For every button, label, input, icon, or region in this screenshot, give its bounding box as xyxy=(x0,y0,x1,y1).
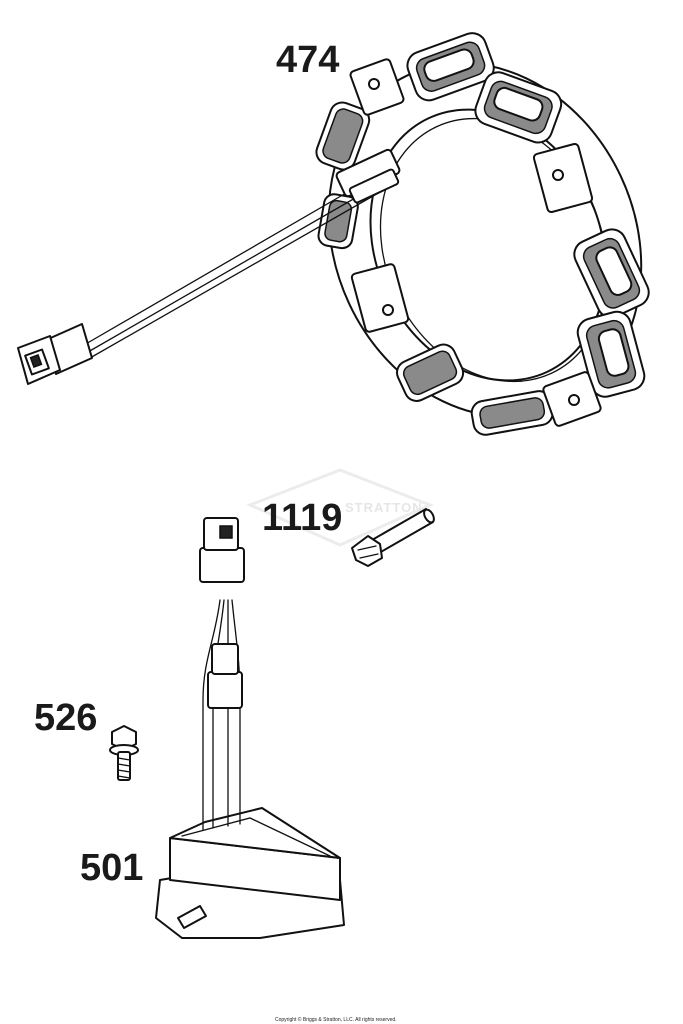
bolt-1119[interactable] xyxy=(351,508,436,567)
copyright-text: Copyright © Briggs & Stratton, LLC. All … xyxy=(275,1016,397,1023)
part-label-501: 501 xyxy=(80,847,143,889)
part-label-474: 474 xyxy=(276,39,339,81)
watermark: STRATTON xyxy=(246,468,434,547)
stator-wire-lead xyxy=(83,148,401,359)
stator-coils xyxy=(315,32,650,436)
stator-474[interactable] xyxy=(17,12,683,469)
part-label-1119: 1119 xyxy=(262,497,342,539)
screw-526[interactable] xyxy=(109,725,139,781)
watermark-text: STRATTON xyxy=(345,500,423,515)
part-label-526: 526 xyxy=(34,697,97,739)
stator-mount-tabs xyxy=(349,58,602,427)
stator-connector xyxy=(17,323,93,385)
regulator-wires xyxy=(202,599,241,831)
regulator-501[interactable] xyxy=(155,517,345,939)
